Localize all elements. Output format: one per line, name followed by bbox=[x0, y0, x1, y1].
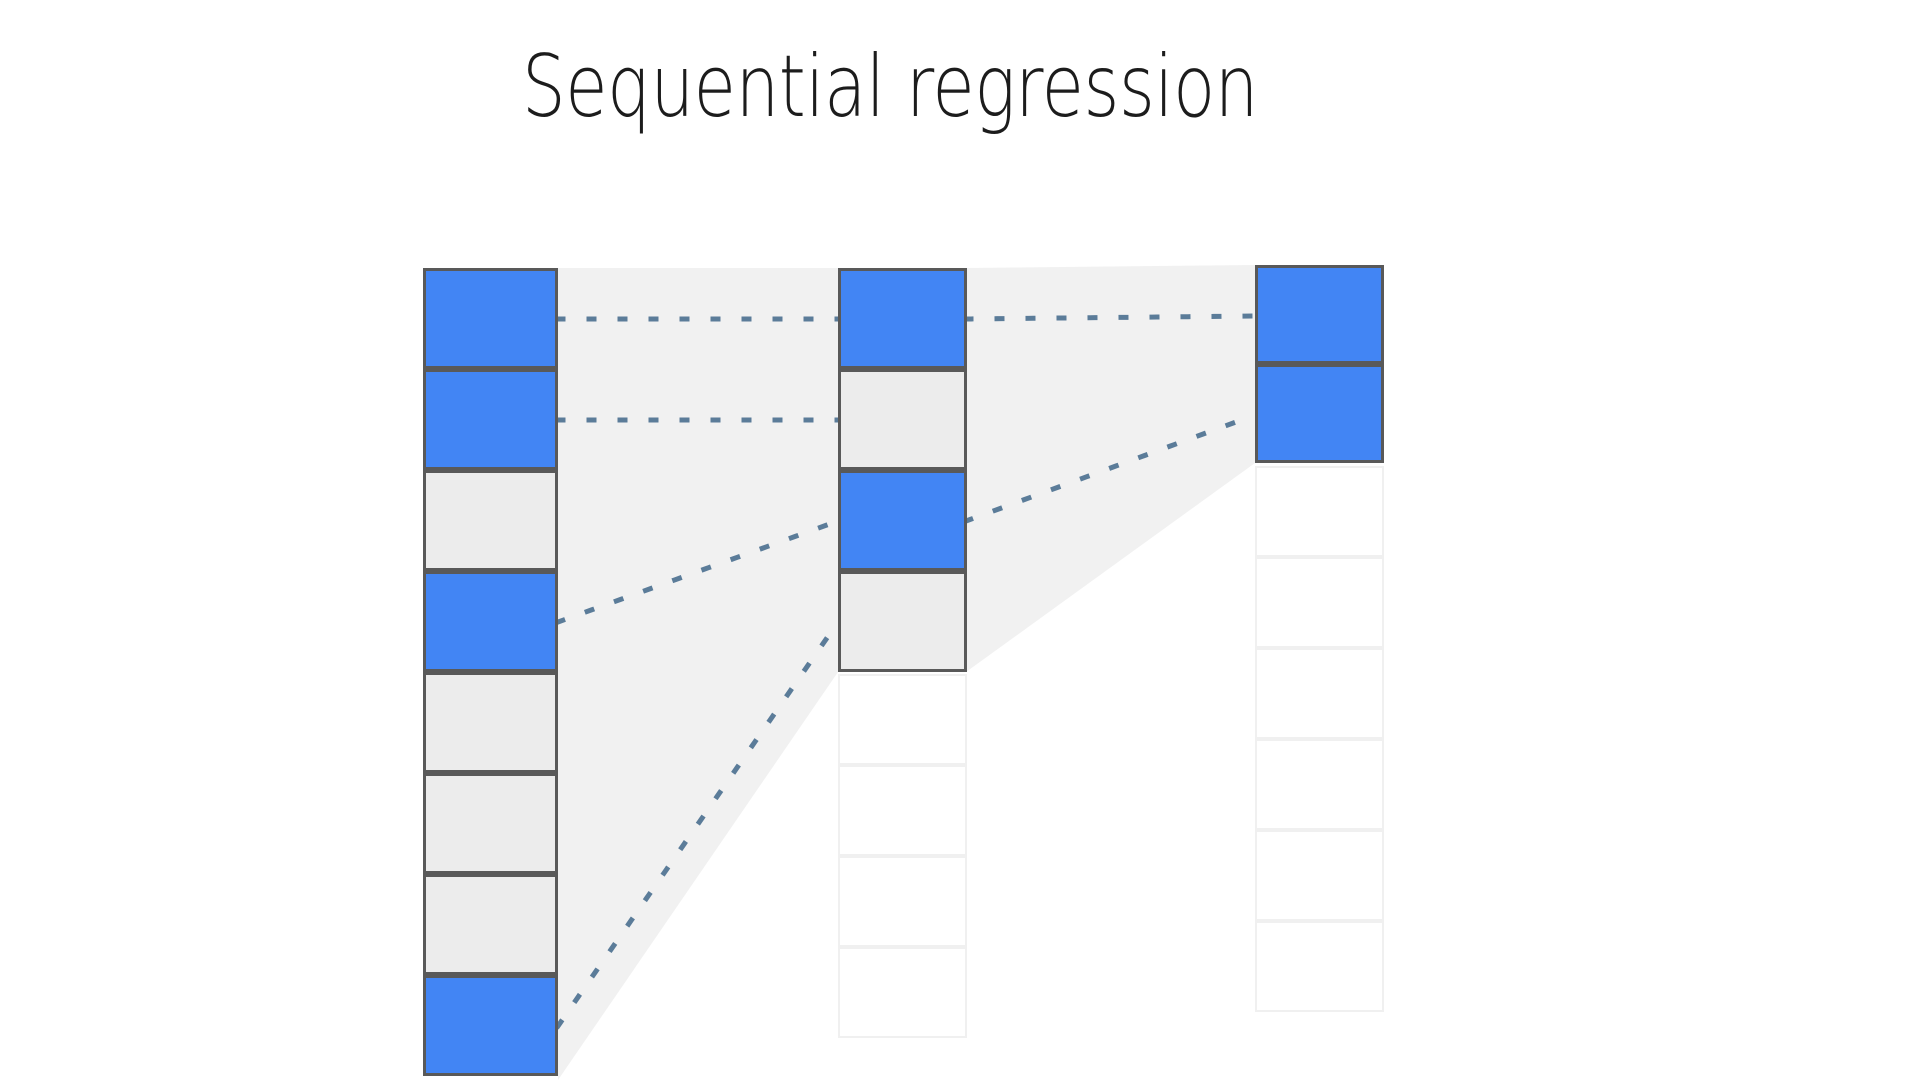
cell-c3-r4[interactable] bbox=[1255, 557, 1384, 648]
band-col1-to-col2 bbox=[558, 268, 838, 1080]
cell-c2-r4[interactable] bbox=[838, 571, 967, 672]
cell-c1-r3[interactable] bbox=[423, 470, 558, 571]
cell-c3-r1[interactable] bbox=[1255, 265, 1384, 364]
connector-1-to-2-row-d bbox=[554, 618, 842, 1030]
column-1 bbox=[423, 268, 558, 1080]
cell-c1-r7[interactable] bbox=[423, 874, 558, 975]
connector-1-to-2-row-c bbox=[554, 517, 842, 626]
cell-c3-r7[interactable] bbox=[1255, 830, 1384, 921]
cell-c3-r3[interactable] bbox=[1255, 466, 1384, 557]
cell-c2-r6[interactable] bbox=[838, 765, 967, 856]
cell-c2-r8[interactable] bbox=[838, 947, 967, 1038]
page-title: Sequential regression bbox=[521, 37, 1259, 137]
cell-c3-r5[interactable] bbox=[1255, 648, 1384, 739]
cell-c2-r1[interactable] bbox=[838, 268, 967, 369]
connector-2-to-3-row-b bbox=[962, 411, 1259, 525]
cell-c1-r4[interactable] bbox=[423, 571, 558, 672]
cell-c2-r3[interactable] bbox=[838, 470, 967, 571]
cell-c1-r1[interactable] bbox=[423, 268, 558, 369]
cell-c3-r2[interactable] bbox=[1255, 364, 1384, 463]
column-2 bbox=[838, 268, 967, 1080]
cell-c3-r6[interactable] bbox=[1255, 739, 1384, 830]
cell-c2-r5[interactable] bbox=[838, 674, 967, 765]
cell-c2-r7[interactable] bbox=[838, 856, 967, 947]
cell-c2-r2[interactable] bbox=[838, 369, 967, 470]
cell-c1-r5[interactable] bbox=[423, 672, 558, 773]
cell-c1-r6[interactable] bbox=[423, 773, 558, 874]
cell-c1-r8[interactable] bbox=[423, 975, 558, 1076]
cell-c3-r8[interactable] bbox=[1255, 921, 1384, 1012]
column-3 bbox=[1255, 265, 1384, 1077]
cell-c1-r2[interactable] bbox=[423, 369, 558, 470]
